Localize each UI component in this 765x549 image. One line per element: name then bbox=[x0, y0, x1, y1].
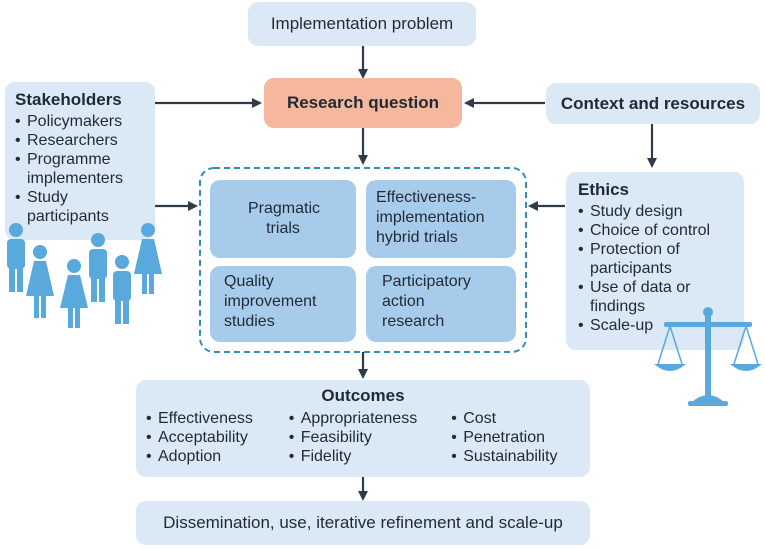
stakeholder-item: Study participants bbox=[15, 188, 139, 226]
dissemination-label: Dissemination, use, iterative refinement… bbox=[163, 513, 563, 532]
dissemination-box: Dissemination, use, iterative refinement… bbox=[136, 501, 590, 545]
stakeholder-item: Policymakers bbox=[15, 112, 147, 131]
outcome-item: Fidelity bbox=[289, 447, 452, 466]
quality-improvement-label: Quality improvement studies bbox=[224, 273, 317, 330]
ethics-item: Use of data or findings bbox=[578, 278, 710, 316]
outcomes-col-2: Appropriateness Feasibility Fidelity bbox=[289, 409, 452, 466]
participatory-research-box: Participatory action research bbox=[366, 266, 516, 342]
outcome-item: Effectiveness bbox=[146, 409, 289, 428]
ethics-item: Scale-up bbox=[578, 316, 736, 335]
implementation-problem-box: Implementation problem bbox=[248, 2, 476, 46]
pragmatic-trials-box: Pragmatic trials bbox=[210, 180, 356, 258]
outcome-item: Acceptability bbox=[146, 428, 289, 447]
outcomes-col-1: Effectiveness Acceptability Adoption bbox=[146, 409, 289, 466]
ethics-title: Ethics bbox=[578, 180, 630, 199]
ethics-item: Choice of control bbox=[578, 221, 736, 240]
participatory-research-label: Participatory action research bbox=[382, 273, 471, 330]
quality-improvement-box: Quality improvement studies bbox=[210, 266, 356, 342]
hybrid-trials-label: Effectiveness-implementation hybrid tria… bbox=[376, 189, 485, 246]
people-icon bbox=[7, 223, 162, 328]
stakeholder-item: Programme implementers bbox=[15, 150, 139, 188]
context-resources-label: Context and resources bbox=[560, 93, 746, 113]
scales-icon bbox=[654, 307, 762, 406]
stakeholders-title: Stakeholders bbox=[15, 90, 122, 109]
outcome-item: Cost bbox=[451, 409, 580, 428]
pragmatic-trials-label: Pragmatic trials bbox=[248, 200, 321, 237]
outcome-item: Feasibility bbox=[289, 428, 452, 447]
stakeholders-box: Stakeholders Policymakers Researchers Pr… bbox=[5, 82, 155, 240]
study-designs-frame bbox=[199, 167, 527, 353]
outcomes-title: Outcomes bbox=[321, 386, 405, 405]
research-question-box: Research question bbox=[264, 78, 462, 128]
ethics-box: Ethics Study design Choice of control Pr… bbox=[566, 172, 744, 350]
outcome-item: Adoption bbox=[146, 447, 289, 466]
outcomes-box: Outcomes Effectiveness Acceptability Ado… bbox=[136, 380, 590, 477]
implementation-problem-label: Implementation problem bbox=[270, 14, 454, 33]
ethics-item: Study design bbox=[578, 202, 736, 221]
outcome-item: Penetration bbox=[451, 428, 580, 447]
research-question-label: Research question bbox=[286, 93, 440, 112]
outcome-item: Sustainability bbox=[451, 447, 580, 466]
stakeholder-item: Researchers bbox=[15, 131, 147, 150]
outcomes-col-3: Cost Penetration Sustainability bbox=[451, 409, 580, 466]
ethics-item: Protection of participants bbox=[578, 240, 700, 278]
outcome-item: Appropriateness bbox=[289, 409, 452, 428]
hybrid-trials-box: Effectiveness-implementation hybrid tria… bbox=[366, 180, 516, 258]
context-resources-box: Context and resources bbox=[546, 83, 760, 124]
